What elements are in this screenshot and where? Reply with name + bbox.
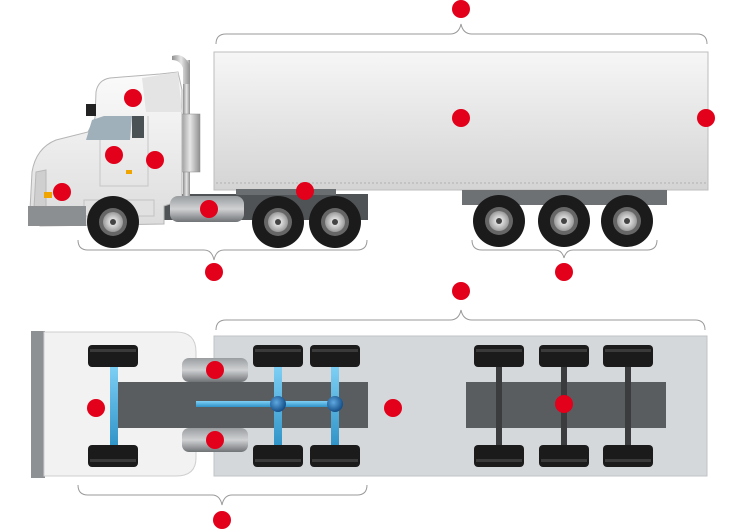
top-view xyxy=(31,309,708,506)
hotspot-top-trailer-axles[interactable] xyxy=(555,395,573,413)
tire xyxy=(539,345,589,367)
hotspot-tractor-chassis[interactable] xyxy=(205,263,223,281)
side-window xyxy=(132,116,144,138)
cab-front-bar xyxy=(31,331,45,478)
drive-shaft xyxy=(196,401,338,407)
tire xyxy=(474,345,524,367)
hotspot-fifth-wheel[interactable] xyxy=(296,182,314,200)
trailer-top-bracket xyxy=(215,23,708,45)
wheel xyxy=(309,196,361,248)
diff-joint xyxy=(270,396,286,412)
wheel xyxy=(252,196,304,248)
steer-axle xyxy=(110,365,118,447)
tire xyxy=(310,445,360,467)
tire xyxy=(603,445,653,467)
tire xyxy=(603,345,653,367)
hotspot-trailer-rear[interactable] xyxy=(697,109,715,127)
hotspot-trailer-top[interactable] xyxy=(452,0,470,18)
door-outline xyxy=(99,116,149,187)
hotspot-cab-side[interactable] xyxy=(146,151,164,169)
diff-joint xyxy=(327,396,343,412)
roof-fairing xyxy=(142,72,182,112)
trailer-axle-bracket xyxy=(471,239,658,259)
hotspots xyxy=(53,0,715,529)
tractor-bottom-bracket xyxy=(77,239,368,261)
tire xyxy=(88,345,138,367)
exhaust-tip xyxy=(172,55,190,84)
tire xyxy=(253,445,303,467)
hotspot-top-tractor-chassis[interactable] xyxy=(213,511,231,529)
top-view-tractor-bracket xyxy=(77,484,368,506)
tire xyxy=(310,345,360,367)
hotspot-front-bumper[interactable] xyxy=(53,183,71,201)
tire xyxy=(253,345,303,367)
hotspot-top-trailer[interactable] xyxy=(452,282,470,300)
exhaust-heat-shield xyxy=(179,113,201,173)
mirror xyxy=(86,104,96,116)
tire xyxy=(474,445,524,467)
grille xyxy=(33,169,47,209)
hotspot-trailer-axles[interactable] xyxy=(555,263,573,281)
wheel xyxy=(87,196,139,248)
hotspot-trailer-body[interactable] xyxy=(452,109,470,127)
fifth-wheel-plate xyxy=(236,189,336,195)
hotspot-top-trailer-floor[interactable] xyxy=(384,399,402,417)
wheel xyxy=(538,195,590,247)
door-marker xyxy=(126,170,132,174)
headlight xyxy=(44,192,52,198)
hotspot-fuel-tank[interactable] xyxy=(200,200,218,218)
wheel xyxy=(473,195,525,247)
tire xyxy=(539,445,589,467)
side-view xyxy=(28,23,709,261)
hotspot-top-cab[interactable] xyxy=(87,399,105,417)
top-view-trailer-bracket xyxy=(215,309,706,331)
hotspot-cab-door[interactable] xyxy=(105,146,123,164)
hotspot-top-fuel-tank-left[interactable] xyxy=(206,361,224,379)
hotspot-cab-roof[interactable] xyxy=(124,89,142,107)
hotspot-top-fuel-tank-right[interactable] xyxy=(206,431,224,449)
wheel xyxy=(601,195,653,247)
trailer-axle-rod xyxy=(496,365,502,447)
tire xyxy=(88,445,138,467)
front-bumper xyxy=(28,206,86,226)
trailer-axle-rod xyxy=(625,365,631,447)
windshield xyxy=(86,116,132,140)
